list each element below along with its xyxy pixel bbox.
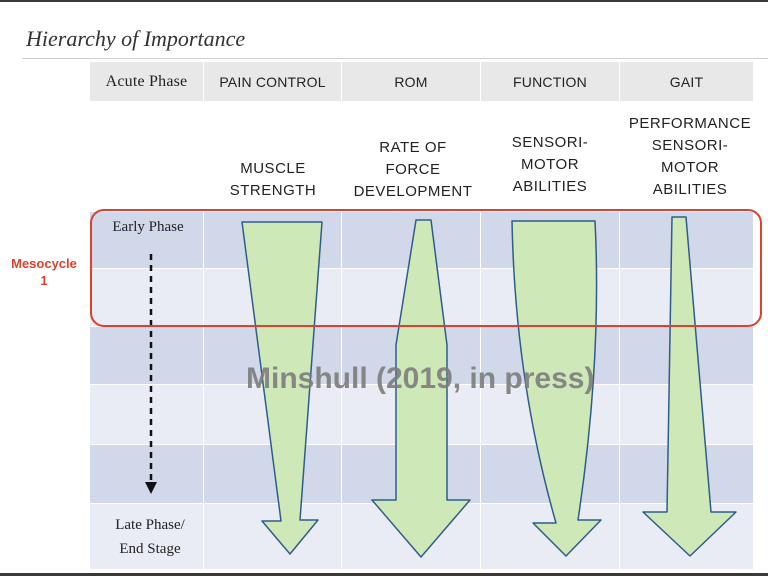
column-header-pain-control: PAIN CONTROL: [204, 62, 342, 102]
page-title: Hierarchy of Importance: [26, 26, 246, 51]
citation-watermark: Minshull (2019, in press): [246, 362, 595, 395]
subheader-line: MUSCLE: [240, 160, 306, 177]
bottom-border: [0, 573, 768, 576]
subheader-performance-sensorimotor-abilities: PERFORMANCE SENSORI- MOTOR ABILITIES: [620, 113, 760, 201]
timeline-arrowhead-icon: [145, 482, 157, 494]
mesocycle-highlight-box: [90, 209, 762, 327]
rate-of-force-development-arrow: [371, 219, 471, 558]
subheader-rate-of-force-development: RATE OF FORCE DEVELOPMENT: [346, 137, 480, 203]
subheader-line: ABILITIES: [652, 181, 728, 198]
subheader-line: SENSORI-: [651, 137, 729, 154]
late-phase-line: Late Phase/: [115, 517, 185, 533]
subheader-line: PERFORMANCE: [628, 115, 752, 132]
subheader-sensorimotor-abilities: SENSORI- MOTOR ABILITIES: [486, 132, 614, 198]
row-band: [204, 504, 342, 570]
row-band: [90, 445, 204, 504]
subheader-line: STRENGTH: [229, 182, 317, 199]
subheader-line: MOTOR: [660, 159, 720, 176]
early-phase-label: Early Phase: [112, 219, 184, 235]
late-phase-label: Late Phase/ End Stage: [92, 513, 208, 561]
subheader-line: DEVELOPMENT: [353, 183, 473, 200]
performance-sensorimotor-arrow: [642, 216, 737, 557]
column-header-gait: GAIT: [620, 62, 754, 102]
subheader-line: FORCE: [385, 161, 441, 178]
column-header-function: FUNCTION: [481, 62, 620, 102]
row-band: [90, 385, 204, 445]
row-band: [90, 212, 204, 269]
subheader-line: RATE OF: [379, 139, 447, 156]
row-band: [90, 327, 204, 385]
subheader-line: MOTOR: [520, 156, 580, 173]
subheader-line: ABILITIES: [512, 178, 588, 195]
mesocycle-label-line: Mesocycle: [11, 256, 77, 271]
subheader-line: SENSORI-: [511, 134, 589, 151]
muscle-strength-arrow: [241, 221, 323, 555]
row-band: [90, 269, 204, 327]
sensorimotor-abilities-arrow: [511, 220, 602, 557]
subheader-muscle-strength: MUSCLE STRENGTH: [209, 158, 337, 202]
acute-phase-label: Acute Phase: [90, 62, 204, 102]
column-header-rom: ROM: [342, 62, 481, 102]
end-stage-line: End Stage: [119, 541, 181, 557]
row-band: [90, 504, 204, 570]
mesocycle-label: Mesocycle 1: [2, 255, 86, 289]
mesocycle-number: 1: [40, 273, 48, 288]
top-border: [0, 0, 768, 2]
title-divider: [22, 58, 768, 59]
